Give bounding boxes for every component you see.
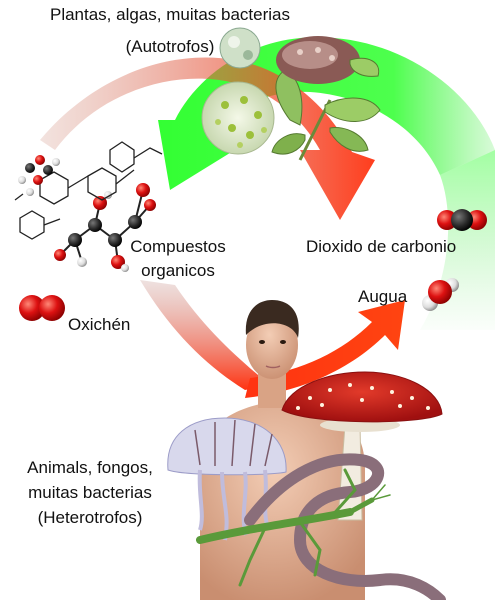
water-label: Augua — [358, 287, 408, 306]
earthworm-illustration — [244, 453, 446, 600]
autotrophs-label-line1: Plantas, algas, muitas bacterias — [49, 5, 290, 24]
organic-molecule-atoms — [54, 183, 156, 272]
red-arrow-down — [140, 280, 270, 390]
heterotrophs-label-line2: muitas bacterias — [28, 483, 152, 502]
co2-molecule — [437, 209, 487, 231]
oxygen-label: Oxichén — [68, 315, 131, 334]
water-molecule — [422, 278, 459, 311]
autotrophs-label-line2: (Autotrofos) — [125, 37, 215, 56]
organic-compounds-label-line1: Compuestos — [130, 237, 226, 256]
polysaccharide-structure — [14, 141, 163, 240]
heterotrophs-label-line3: (Heterotrofos) — [37, 508, 143, 527]
mantis-illustration — [196, 468, 391, 587]
glucose-small-molecule — [18, 155, 60, 196]
heterotrophs-label-line1: Animals, fongos, — [27, 458, 153, 477]
green-arrow-tail — [420, 150, 495, 330]
organic-compounds-label-line2: organicos — [141, 261, 215, 280]
o2-molecule — [19, 295, 65, 321]
jellyfish-illustration — [167, 417, 287, 541]
plant-illustration — [271, 36, 381, 161]
co2-label: Dioxido de carbonio — [306, 237, 457, 256]
algae-illustration — [201, 27, 275, 155]
